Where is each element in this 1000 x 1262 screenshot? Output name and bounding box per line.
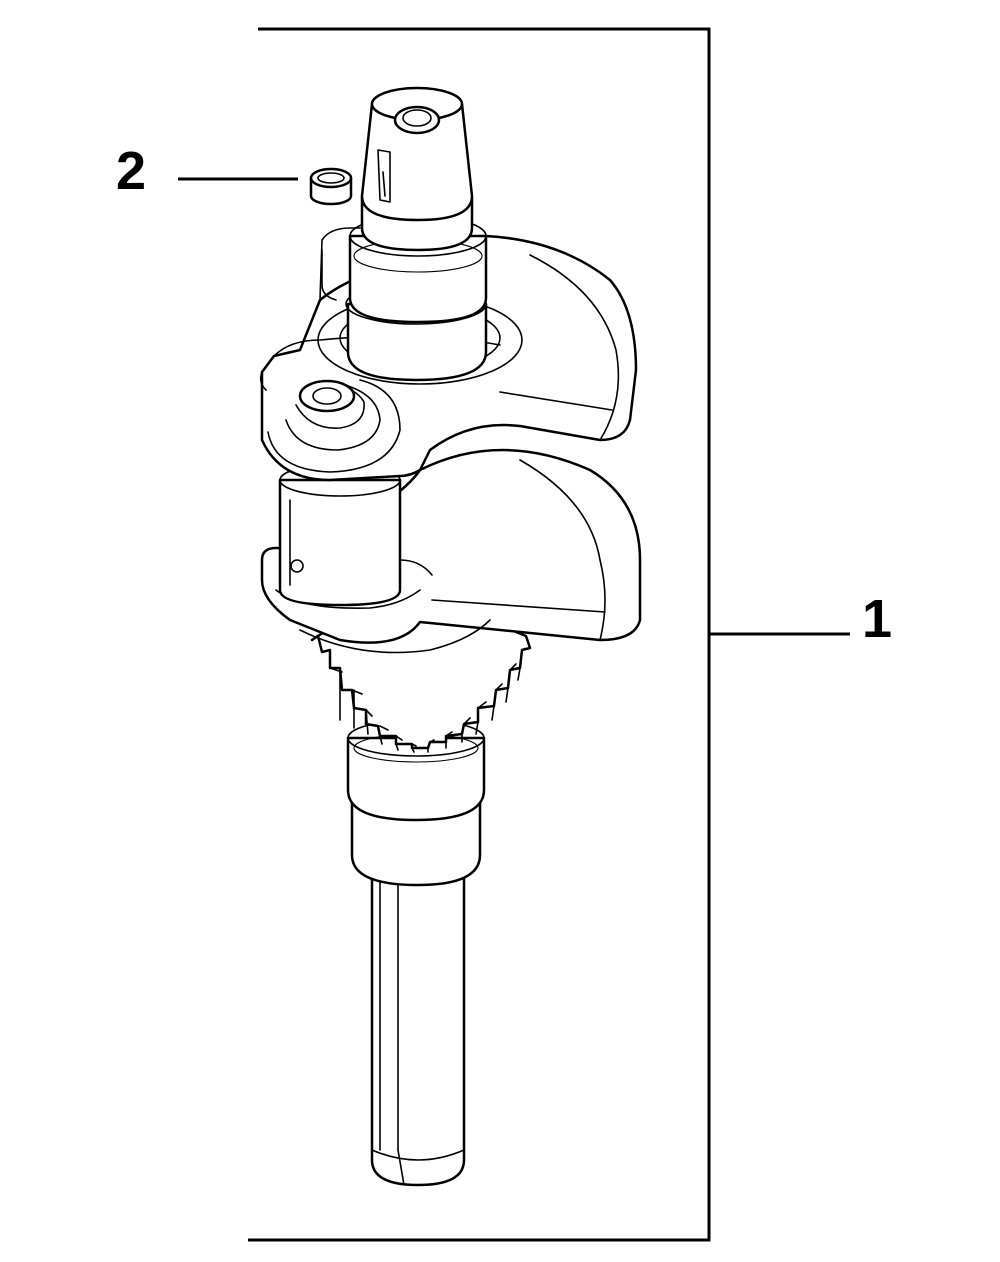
output-shaft: [370, 866, 466, 1187]
callout-2-label: 2: [116, 141, 147, 201]
main-journal-lower: [346, 719, 486, 887]
bushing-ring-part: [309, 167, 353, 206]
crank-pin: [278, 463, 402, 607]
callout-1-label: 1: [862, 589, 893, 649]
callout-1-bracket: [248, 27, 850, 1242]
crankshaft-part: [259, 86, 642, 1187]
main-journal-upper: [345, 86, 488, 382]
